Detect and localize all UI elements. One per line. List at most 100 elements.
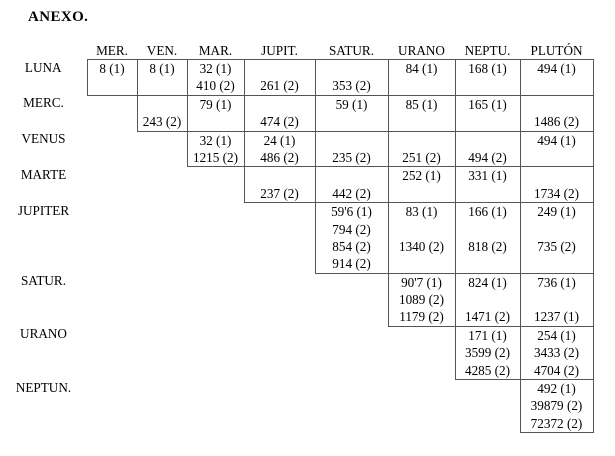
table-cell: 79 (1) bbox=[186, 94, 245, 132]
cell-value bbox=[521, 291, 593, 308]
table-cell-blank bbox=[87, 273, 137, 326]
cell-value: 474 (2) bbox=[260, 114, 299, 130]
table-cell: 736 (1) 1237 (1) bbox=[519, 272, 594, 327]
cell-value bbox=[521, 255, 593, 272]
row-label-venus: VENUS bbox=[21, 131, 66, 147]
table-cell: 166 (1) 818 (2) bbox=[454, 202, 521, 274]
table-cell: 243 (2) bbox=[136, 94, 188, 132]
cell-value: 166 (1) bbox=[468, 204, 507, 220]
cell-value bbox=[521, 221, 593, 238]
table-cell: 24 (1)486 (2) bbox=[243, 130, 316, 168]
cell-value: 8 (1) bbox=[149, 61, 175, 76]
cell-value bbox=[521, 149, 593, 166]
table-cell: 84 (1) bbox=[387, 59, 456, 96]
page-title: ANEXO. bbox=[28, 9, 89, 25]
table-cell-blank bbox=[87, 203, 137, 274]
table-cell-blank bbox=[244, 203, 315, 274]
cell-value bbox=[521, 77, 593, 94]
table-cell-blank bbox=[187, 167, 244, 203]
cell-value: 914 (2) bbox=[332, 256, 371, 272]
cell-value: 486 (2) bbox=[260, 149, 299, 165]
cell-value bbox=[389, 113, 455, 130]
table-row: MERC. 243 (2)79 (1) 474 (2)59 (1) 85 (1)… bbox=[0, 94, 594, 132]
cell-value bbox=[188, 113, 244, 130]
cell-value: 171 (1) bbox=[468, 327, 507, 343]
row-label-merc: MERC. bbox=[23, 95, 64, 111]
planet-distance-matrix: MER. VEN. MAR. JUPIT. SATUR. URANO NEPTU… bbox=[0, 43, 594, 434]
table-cell: 474 (2) bbox=[243, 94, 316, 132]
cell-value: 252 (1) bbox=[402, 168, 441, 184]
table-cell: 494 (1) bbox=[519, 59, 594, 96]
cell-value: 1340 (2) bbox=[398, 238, 445, 254]
table-cell-blank bbox=[87, 95, 137, 131]
table-cell: 165 (1) bbox=[454, 94, 521, 132]
cell-value: 249 (1) bbox=[537, 204, 576, 220]
cell-value: 1215 (2) bbox=[192, 149, 239, 165]
cell-value bbox=[316, 60, 388, 77]
table-header-row: MER. VEN. MAR. JUPIT. SATUR. URANO NEPTU… bbox=[0, 43, 593, 60]
row-label-jupiter: JUPITER bbox=[17, 202, 70, 218]
annex-table-container: MER. VEN. MAR. JUPIT. SATUR. URANO NEPTU… bbox=[0, 43, 615, 434]
table-cell: 353 (2) bbox=[314, 59, 389, 96]
cell-value: 251 (2) bbox=[402, 149, 441, 165]
cell-value: 79 (1) bbox=[199, 96, 232, 112]
cell-value: 85 (1) bbox=[405, 96, 438, 112]
cell-value bbox=[245, 167, 315, 184]
table-cell: 8 (1) bbox=[136, 59, 188, 96]
table-cell: 492 (1)39879 (2)72372 (2) bbox=[519, 379, 594, 434]
cell-value: 854 (2) bbox=[332, 238, 371, 254]
cell-value: 331 (1) bbox=[468, 168, 507, 184]
row-label-satur: SATUR. bbox=[20, 273, 67, 289]
cell-value bbox=[456, 185, 520, 202]
row-label-luna: LUNA bbox=[24, 59, 62, 75]
table-cell-blank bbox=[315, 326, 388, 379]
cell-value: 59'6 (1) bbox=[331, 204, 372, 220]
table-cell: 85 (1) bbox=[387, 94, 456, 132]
cell-value: 72372 (2) bbox=[530, 415, 583, 431]
cell-value: 4704 (2) bbox=[533, 362, 580, 378]
cell-value: 794 (2) bbox=[332, 221, 371, 237]
cell-value: 243 (2) bbox=[142, 114, 182, 130]
table-cell-blank bbox=[315, 380, 388, 433]
cell-value bbox=[521, 167, 593, 184]
table-cell-blank bbox=[244, 326, 315, 379]
cell-value bbox=[316, 113, 388, 130]
cell-value: 494 (1) bbox=[537, 61, 576, 76]
column-header-ven: VEN. bbox=[146, 43, 178, 58]
table-cell-blank bbox=[137, 326, 187, 379]
table-cell: 1486 (2) bbox=[519, 94, 594, 132]
table-cell-blank bbox=[137, 203, 187, 274]
table-cell-blank bbox=[137, 380, 187, 433]
cell-value: 165 (1) bbox=[468, 96, 507, 112]
table-cell: 251 (2) bbox=[387, 130, 456, 168]
cell-value bbox=[389, 255, 455, 272]
cell-value: 39879 (2) bbox=[530, 398, 583, 414]
table-cell: 237 (2) bbox=[243, 166, 316, 204]
cell-value: 237 (2) bbox=[260, 185, 299, 201]
table-cell-blank bbox=[388, 380, 455, 433]
table-row: MARTE 237 (2) 442 (2)252 (1) 331 (1) 173… bbox=[0, 166, 594, 204]
cell-value: 1237 (1) bbox=[533, 309, 580, 325]
cell-value bbox=[88, 77, 137, 94]
table-cell-blank bbox=[137, 167, 187, 203]
table-cell-blank bbox=[87, 131, 137, 167]
table-cell-blank bbox=[137, 273, 187, 326]
cell-value: 235 (2) bbox=[332, 149, 371, 165]
row-label-neptun: NEPTUN. bbox=[15, 379, 72, 395]
table-cell-blank bbox=[87, 326, 137, 379]
column-header-jupit: JUPIT. bbox=[261, 43, 298, 58]
table-cell: 261 (2) bbox=[243, 59, 316, 96]
cell-value: 818 (2) bbox=[468, 238, 507, 254]
column-header-urano: URANO bbox=[398, 43, 445, 58]
table-cell-blank bbox=[87, 167, 137, 203]
table-cell: 32 (1)410 (2) bbox=[186, 59, 245, 96]
cell-value bbox=[456, 132, 520, 149]
table-cell: 249 (1) 735 (2) bbox=[519, 202, 594, 274]
table-cell: 1734 (2) bbox=[519, 166, 594, 204]
table-cell-blank bbox=[388, 326, 455, 379]
cell-value: 353 (2) bbox=[332, 78, 371, 94]
